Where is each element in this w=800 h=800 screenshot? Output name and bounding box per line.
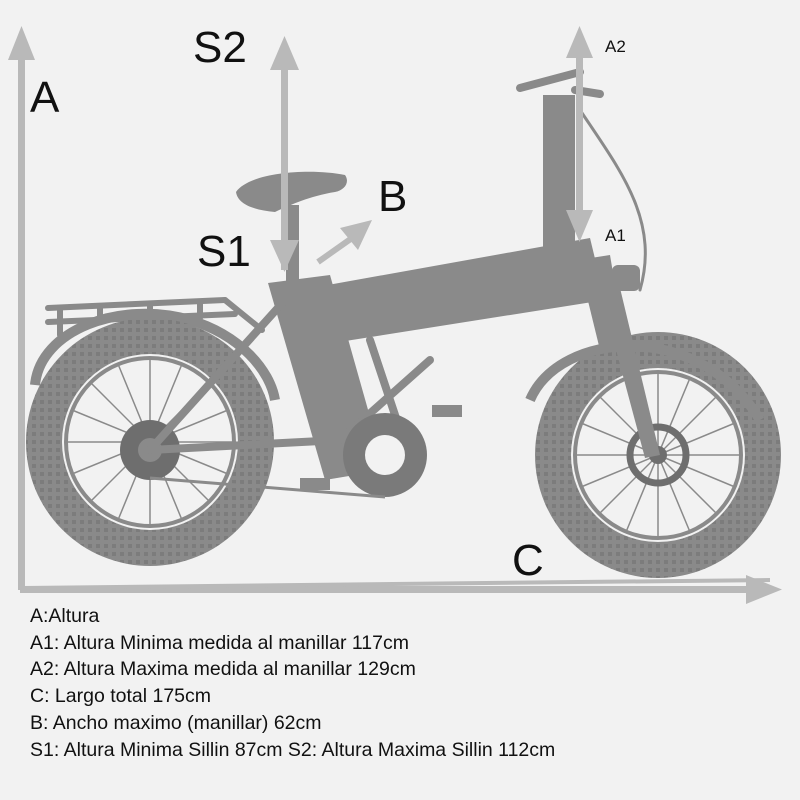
legend-line-c: C: Largo total 175cm <box>30 685 212 708</box>
dimension-legend: A:Altura A1: Altura Minima medida al man… <box>30 603 790 763</box>
front-fork <box>600 288 660 458</box>
axis-c-shaft <box>20 586 748 593</box>
rear-fender <box>30 308 280 402</box>
label-c: C <box>512 536 544 585</box>
label-b: B <box>378 172 407 221</box>
label-a1: A1 <box>605 226 626 245</box>
frame <box>146 238 605 499</box>
label-a: A <box>30 73 60 122</box>
legend-line-a: A:Altura <box>30 605 100 627</box>
label-s2: S2 <box>193 23 247 72</box>
legend-line-s1-s2: S1: Altura Minima Sillin 87cm S2: Altura… <box>30 738 556 761</box>
axis-c-arrowhead <box>746 575 782 604</box>
axis-a-arrowhead <box>8 26 35 60</box>
arrow-b-arrowhead <box>340 220 372 250</box>
label-a2: A2 <box>605 37 626 56</box>
bike-silhouette <box>26 68 781 578</box>
saddle <box>236 171 347 212</box>
arrow-s2-shaft <box>281 60 288 270</box>
axis-a-shaft <box>18 50 25 590</box>
seat-assembly <box>236 171 347 287</box>
arrow-a1-arrowhead <box>566 210 593 242</box>
arrow-s1-arrowhead <box>270 240 299 272</box>
arrow-a2-arrowhead <box>566 26 593 58</box>
legend-line-b: B: Ancho maximo (manillar) 62cm <box>30 711 322 734</box>
legend-line-a2: A2: Altura Maxima medida al manillar 129… <box>30 658 416 681</box>
label-s1: S1 <box>197 227 251 276</box>
steering-assembly <box>543 95 660 458</box>
dimension-arrows <box>270 26 593 272</box>
axis-depth-line <box>23 578 771 590</box>
headlight <box>612 265 640 291</box>
arrow-a2-shaft <box>576 45 583 215</box>
axis-arrows <box>8 26 782 604</box>
arrow-s2-arrowhead <box>270 36 299 70</box>
legend-line-a1: A1: Altura Minima medida al manillar 117… <box>30 631 409 654</box>
arrow-b-shaft <box>316 235 354 265</box>
